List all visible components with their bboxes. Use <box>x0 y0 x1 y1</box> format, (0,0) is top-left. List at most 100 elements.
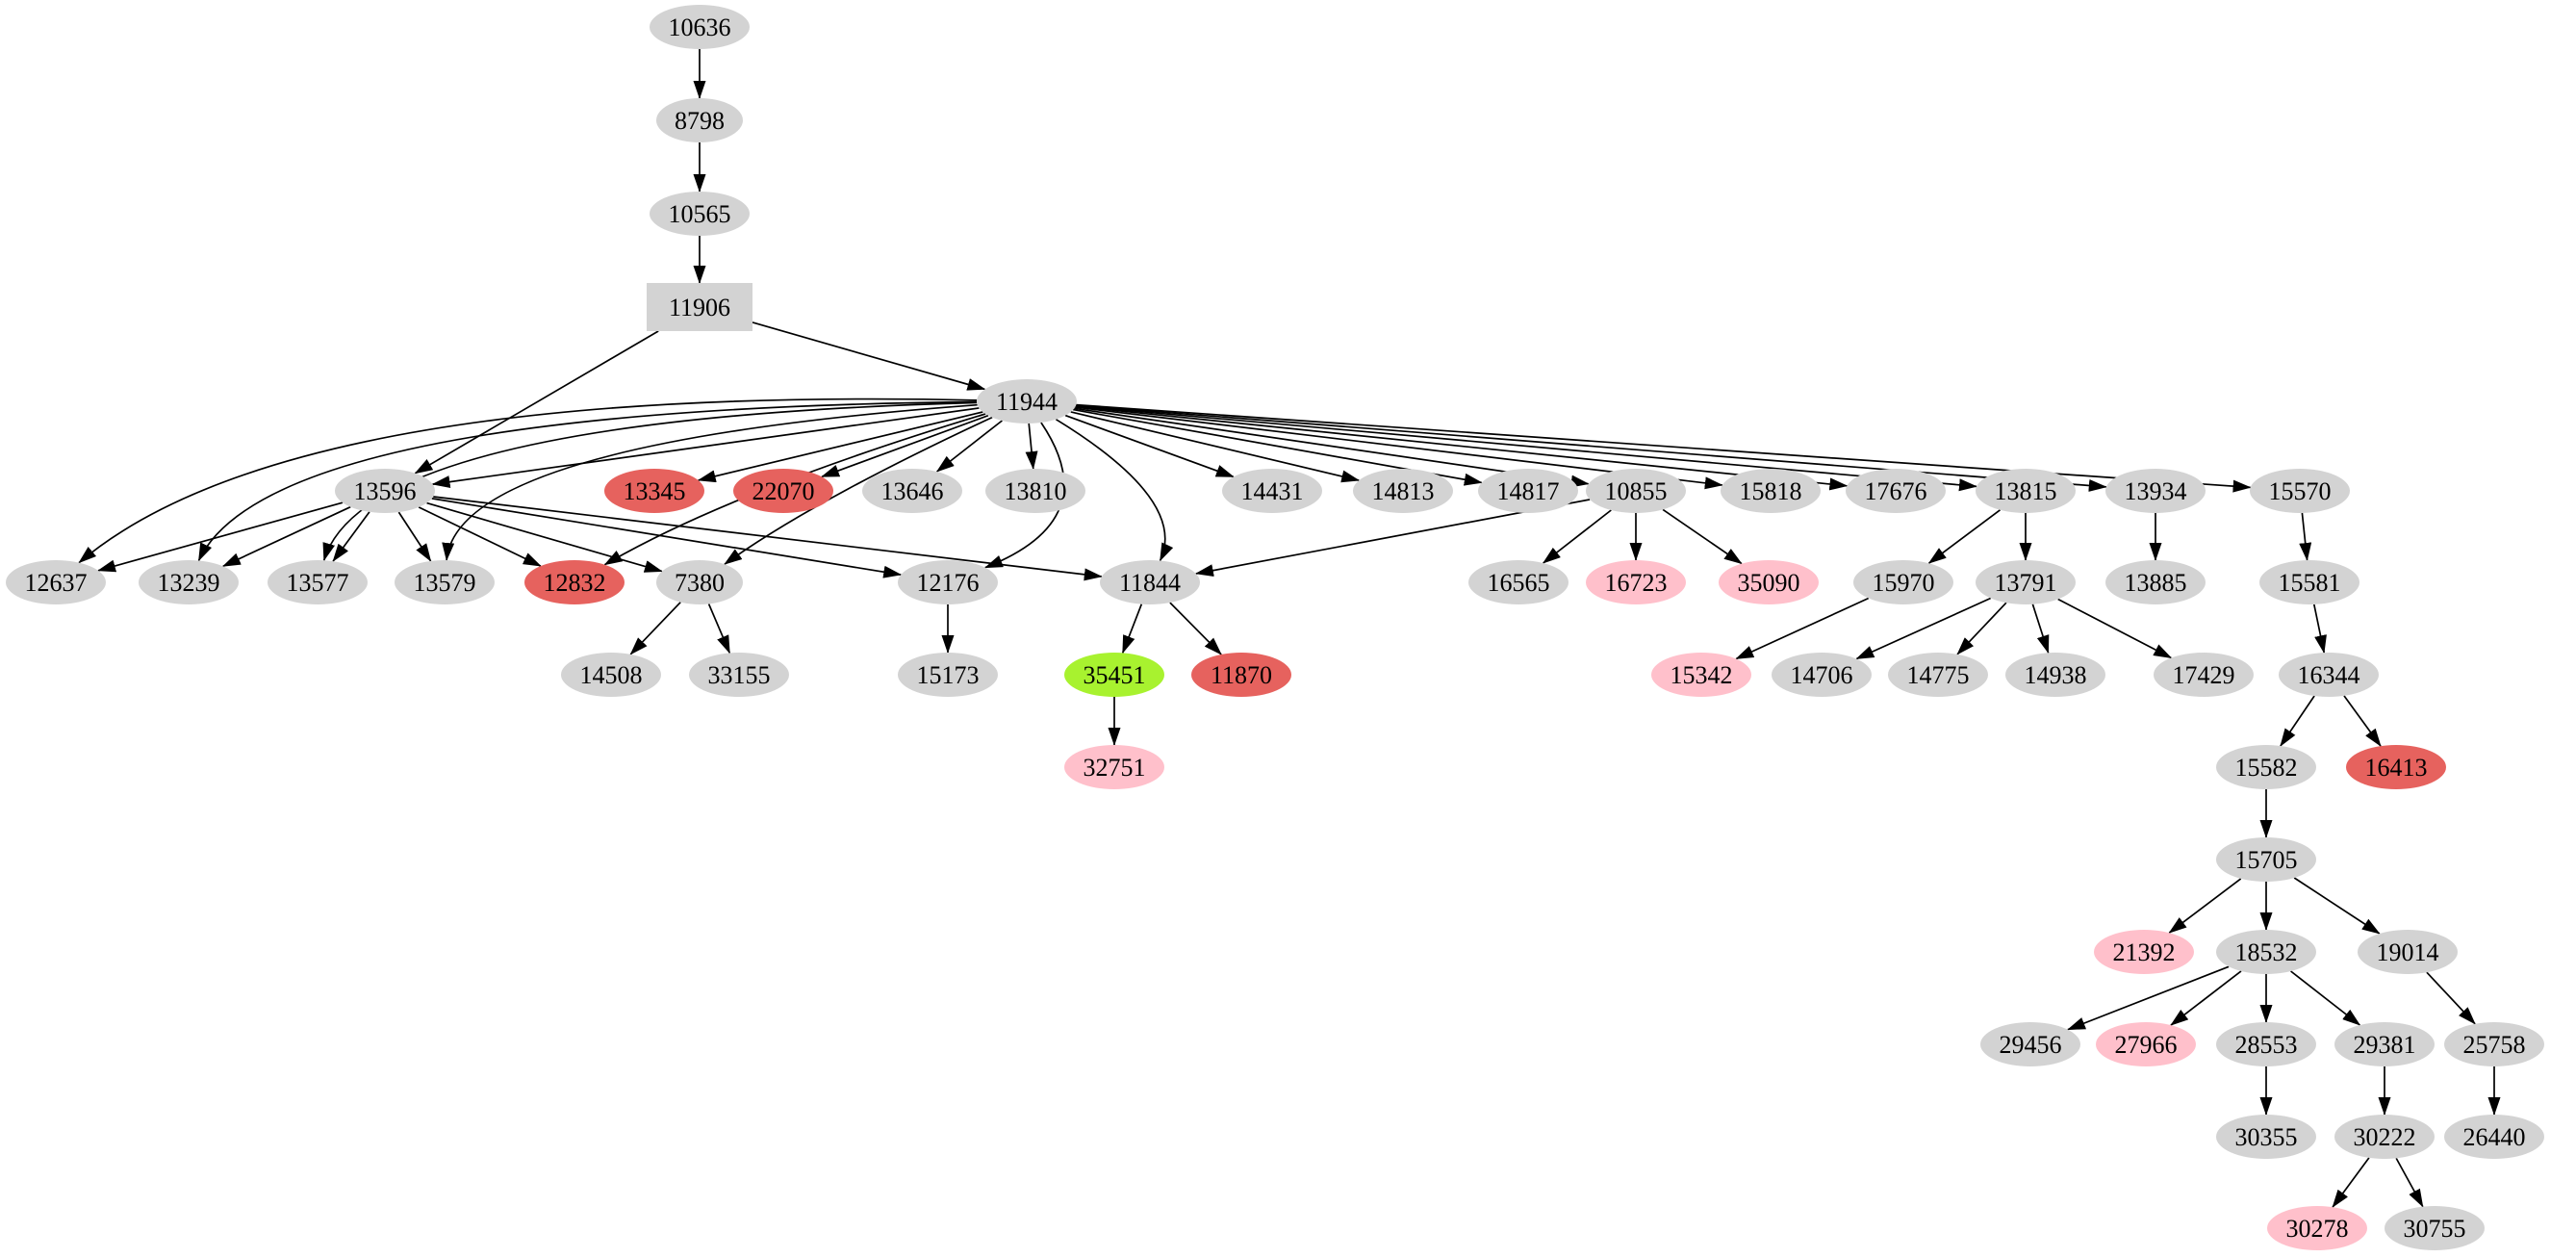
node-ellipse <box>395 560 495 604</box>
node-11844: 11844 <box>1100 560 1200 604</box>
node-11944: 11944 <box>977 379 1077 424</box>
edge-13596-12832 <box>418 506 542 567</box>
node-ellipse <box>1100 560 1200 604</box>
node-ellipse <box>1468 560 1569 604</box>
edge-18532-29456 <box>2066 965 2230 1031</box>
node-ellipse <box>2259 560 2359 604</box>
node-15582: 15582 <box>2216 745 2316 789</box>
node-ellipse <box>2444 1115 2544 1159</box>
node-13815: 13815 <box>1976 469 2076 513</box>
node-16723: 16723 <box>1586 560 1686 604</box>
edge-11844-35451 <box>1121 603 1143 655</box>
node-ellipse <box>977 379 1077 424</box>
node-ellipse <box>733 469 833 513</box>
node-ellipse <box>656 560 743 604</box>
node-ellipse <box>1976 469 2076 513</box>
edge-11944-13646 <box>935 420 1003 473</box>
node-8798: 8798 <box>656 98 743 142</box>
edge-11944-13239 <box>197 400 978 562</box>
edge-11944-12637 <box>78 398 978 564</box>
edge-7380-14508 <box>629 602 681 655</box>
node-ellipse <box>2334 1022 2435 1066</box>
node-ellipse <box>2385 1206 2485 1250</box>
edge-11906-11944 <box>752 321 986 391</box>
edge-13596-12176 <box>431 498 903 578</box>
node-ellipse <box>1846 469 1946 513</box>
node-13239: 13239 <box>139 560 239 604</box>
node-15342: 15342 <box>1651 653 1751 697</box>
node-ellipse <box>898 653 998 697</box>
node-ellipse <box>1888 653 1988 697</box>
edge-13791-17429 <box>2057 598 2173 659</box>
node-10565: 10565 <box>650 192 750 236</box>
edge-18532-27966 <box>2170 970 2242 1026</box>
node-ellipse <box>2250 469 2350 513</box>
node-ellipse <box>650 192 750 236</box>
node-ellipse <box>2267 1206 2367 1250</box>
node-ellipse <box>2105 560 2206 604</box>
node-30355: 30355 <box>2216 1115 2316 1159</box>
node-ellipse <box>2346 745 2446 789</box>
node-ellipse <box>1721 469 1821 513</box>
edge-18532-29381 <box>2290 970 2361 1026</box>
node-14508: 14508 <box>561 653 661 697</box>
node-30755: 30755 <box>2385 1206 2485 1250</box>
node-11870: 11870 <box>1191 653 1291 697</box>
edge-11944-10855 <box>1074 407 1590 488</box>
node-18532: 18532 <box>2216 930 2316 974</box>
node-17676: 17676 <box>1846 469 1946 513</box>
node-15570: 15570 <box>2250 469 2350 513</box>
node-13345: 13345 <box>604 469 704 513</box>
edge-11944-11844 <box>1055 418 1174 562</box>
node-32751: 32751 <box>1064 745 1164 789</box>
node-ellipse <box>1478 469 1578 513</box>
node-ellipse <box>985 469 1085 513</box>
node-ellipse <box>1064 653 1164 697</box>
node-13810: 13810 <box>985 469 1085 513</box>
node-ellipse <box>2216 837 2316 882</box>
node-22070: 22070 <box>733 469 833 513</box>
edge-13596-13239 <box>221 505 351 568</box>
node-16565: 16565 <box>1468 560 1569 604</box>
node-ellipse <box>1064 745 1164 789</box>
node-12637: 12637 <box>6 560 106 604</box>
node-19014: 19014 <box>2358 930 2458 974</box>
node-ellipse <box>2216 745 2316 789</box>
node-ellipse <box>6 560 106 604</box>
edge-11944-13810 <box>1025 423 1038 470</box>
node-ellipse <box>2216 1022 2316 1066</box>
node-ellipse <box>2334 1115 2435 1159</box>
node-ellipse <box>2096 1022 2196 1066</box>
node-11906: 11906 <box>647 283 752 331</box>
edge-11944-13579 <box>442 403 978 561</box>
edge-13791-14938 <box>2031 603 2050 655</box>
node-14775: 14775 <box>1888 653 1988 697</box>
edge-19014-25758 <box>2426 971 2476 1025</box>
edge-11944-13577 <box>322 401 978 562</box>
node-29456: 29456 <box>1980 1022 2080 1066</box>
node-25758: 25758 <box>2444 1022 2544 1066</box>
node-ellipse <box>1853 560 1953 604</box>
edge-11944-22070 <box>821 414 989 478</box>
node-ellipse <box>689 653 789 697</box>
edge-16344-16413 <box>2343 695 2382 747</box>
node-17429: 17429 <box>2154 653 2254 697</box>
node-13885: 13885 <box>2105 560 2206 604</box>
node-35090: 35090 <box>1719 560 1819 604</box>
node-ellipse <box>2105 469 2206 513</box>
edge-30222-30755 <box>2395 1157 2424 1208</box>
node-ellipse <box>139 560 239 604</box>
edge-11944-13934 <box>1076 404 2107 492</box>
edge-11944-14431 <box>1064 414 1235 478</box>
node-28553: 28553 <box>2216 1022 2316 1066</box>
node-ellipse <box>268 560 368 604</box>
node-ellipse <box>2094 930 2194 974</box>
edge-15705-21392 <box>2168 878 2242 934</box>
edge-13596-11844 <box>433 496 1103 581</box>
node-ellipse <box>656 98 743 142</box>
node-12176: 12176 <box>898 560 998 604</box>
node-30222: 30222 <box>2334 1115 2435 1159</box>
node-ellipse <box>1191 653 1291 697</box>
